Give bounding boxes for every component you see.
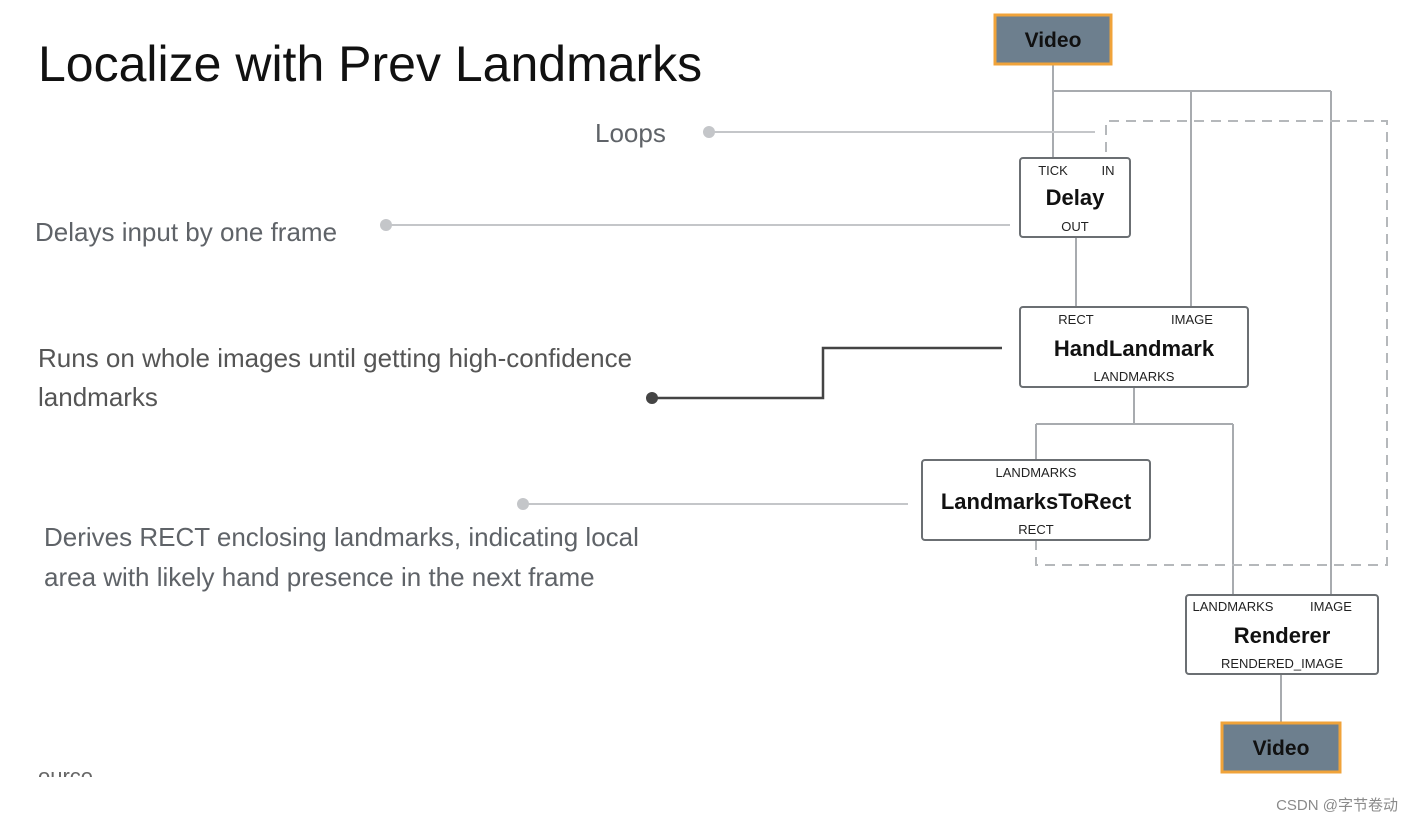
video-output-label: Video — [1253, 737, 1310, 760]
handlandmark-title: HandLandmark — [1054, 336, 1215, 361]
leader-handlandmark — [652, 346, 1002, 400]
handlandmark-port-landmarks: LANDMARKS — [1094, 369, 1175, 384]
slide-title: Localize with Prev Landmarks — [38, 36, 702, 92]
landmarkstorect-node: LANDMARKS LandmarksToRect RECT — [921, 459, 1151, 541]
leader-handlandmark-dot — [646, 392, 658, 404]
watermark: CSDN @字节卷动 — [1276, 797, 1398, 814]
annotation-handlandmark-line1: Runs on whole images until getting high-… — [38, 343, 632, 373]
delay-port-tick: TICK — [1038, 163, 1068, 178]
leader-delay-dot — [380, 219, 392, 231]
delay-title: Delay — [1046, 185, 1105, 210]
renderer-box — [1185, 594, 1379, 675]
renderer-port-image: IMAGE — [1310, 599, 1352, 614]
landmarkstorect-box — [921, 459, 1151, 541]
renderer-title: Renderer — [1234, 623, 1331, 648]
landmarkstorect-port-landmarks: LANDMARKS — [996, 465, 1077, 480]
video-output-node: Video — [1220, 721, 1342, 774]
annotation-handlandmark-line2: landmarks — [38, 382, 158, 412]
landmarkstorect-title: LandmarksToRect — [941, 489, 1132, 514]
annotation-leaders — [380, 126, 1095, 510]
annotation-delay: Delays input by one frame — [35, 217, 337, 247]
loop-back-edge — [1035, 120, 1388, 566]
delay-port-out: OUT — [1061, 219, 1089, 234]
landmarkstorect-port-rect: RECT — [1018, 522, 1053, 537]
leader-landmarkstorect-dot — [517, 498, 529, 510]
renderer-port-landmarks: LANDMARKS — [1193, 599, 1274, 614]
annotation-loops: Loops — [595, 118, 666, 148]
video-input-label: Video — [1025, 29, 1082, 52]
handlandmark-port-image: IMAGE — [1171, 312, 1213, 327]
delay-box — [1019, 157, 1131, 238]
video-output-box — [1220, 721, 1342, 774]
leader-loops-dot — [703, 126, 715, 138]
annotation-rect-line1: Derives RECT enclosing landmarks, indica… — [44, 522, 639, 552]
delay-node: TICK IN Delay OUT — [1019, 157, 1131, 238]
footer-mask — [0, 777, 300, 822]
video-input-node: Video — [993, 13, 1113, 66]
handlandmark-box — [1019, 306, 1249, 388]
video-input-box — [993, 13, 1113, 66]
delay-port-in: IN — [1102, 163, 1115, 178]
annotation-rect-line2: area with likely hand presence in the ne… — [44, 562, 595, 592]
renderer-node: LANDMARKS IMAGE Renderer RENDERED_IMAGE — [1185, 594, 1379, 675]
graph-edges — [1035, 64, 1332, 724]
renderer-port-rendered-image: RENDERED_IMAGE — [1221, 656, 1343, 671]
handlandmark-node: RECT IMAGE HandLandmark LANDMARKS — [1019, 306, 1249, 388]
handlandmark-port-rect: RECT — [1058, 312, 1093, 327]
